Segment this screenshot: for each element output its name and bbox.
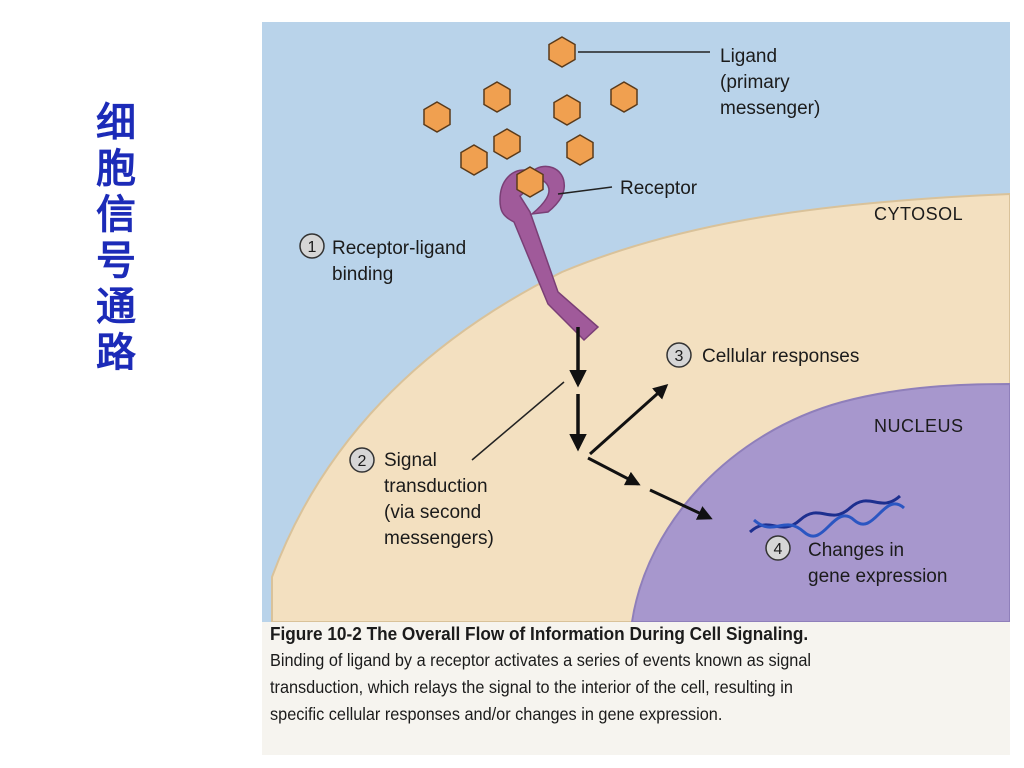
arrow-to-cellular-responses: [588, 383, 669, 456]
nucleus-label: NUCLEUS: [874, 416, 964, 436]
step-2-label: messengers): [384, 528, 494, 549]
step-1-badge: [299, 233, 325, 259]
caption-line: Binding of ligand by a receptor activate…: [270, 650, 812, 670]
ligand-label: Ligand: [720, 46, 777, 67]
ligand-hexagon: [483, 81, 511, 113]
dna-helix: [748, 494, 906, 538]
arrow-toward-nucleus-2: [649, 488, 713, 520]
signal-leader-line: [471, 381, 565, 461]
ligand-hexagon: [610, 81, 638, 113]
ligand-hexagon: [493, 128, 521, 160]
dna-strand: [752, 502, 906, 538]
receptor-label: Receptor: [620, 178, 698, 199]
step-3-label: Cellular responses: [702, 346, 859, 367]
side-title-char: 细: [96, 100, 136, 146]
ligand-hexagon: [460, 144, 488, 176]
signal-arrows: [569, 327, 713, 520]
step-2-number: 2: [358, 453, 367, 470]
step-4-badge: [765, 535, 791, 561]
step-4-label: gene expression: [808, 566, 947, 587]
side-title-char: 路: [96, 330, 136, 376]
side-title-char: 通: [96, 284, 136, 330]
ligand-hexagon: [548, 36, 576, 68]
textbook-figure: Ligand (primary messenger) Receptor CYTO…: [262, 22, 1010, 755]
ligand-hexagon: [553, 94, 581, 126]
side-title: 细 胞 信 号 通 路: [86, 100, 146, 376]
caption-line: transduction, which relays the signal to…: [270, 677, 793, 697]
ligand-hexagon: [566, 134, 594, 166]
nucleus-region: [630, 382, 1010, 622]
step-2-label: Signal: [384, 450, 437, 471]
side-title-char: 信: [96, 192, 136, 238]
step-4-number: 4: [774, 541, 783, 558]
ligand-hexagon: [516, 166, 544, 198]
caption-heading: Figure 10-2 The Overall Flow of Informat…: [270, 623, 809, 644]
step-1-label: binding: [332, 264, 393, 285]
step-4-label: Changes in: [808, 540, 904, 561]
step-2-badge: [349, 447, 375, 473]
ligand-group: [423, 36, 638, 198]
arrow-toward-nucleus-1: [587, 456, 641, 486]
step-3-number: 3: [675, 348, 684, 365]
side-title-char: 胞: [96, 146, 136, 192]
side-title-char: 号: [96, 238, 136, 284]
caption-line: specific cellular responses and/or chang…: [270, 704, 723, 724]
step-1-label: Receptor-ligand: [332, 238, 466, 259]
figure-caption: Figure 10-2 The Overall Flow of Informat…: [270, 620, 958, 728]
step-1-number: 1: [308, 239, 317, 256]
ligand-hexagon: [423, 101, 451, 133]
step-2-label: (via second: [384, 502, 481, 523]
step-3-badge: [666, 342, 692, 368]
ligand-label: (primary: [720, 72, 790, 93]
ligand-label: messenger): [720, 98, 820, 119]
receptor-leader-line: [557, 186, 613, 195]
step-2-label: transduction: [384, 476, 488, 497]
cytosol-label: CYTOSOL: [874, 204, 963, 224]
cell-signaling-diagram: Ligand (primary messenger) Receptor CYTO…: [262, 22, 1010, 622]
